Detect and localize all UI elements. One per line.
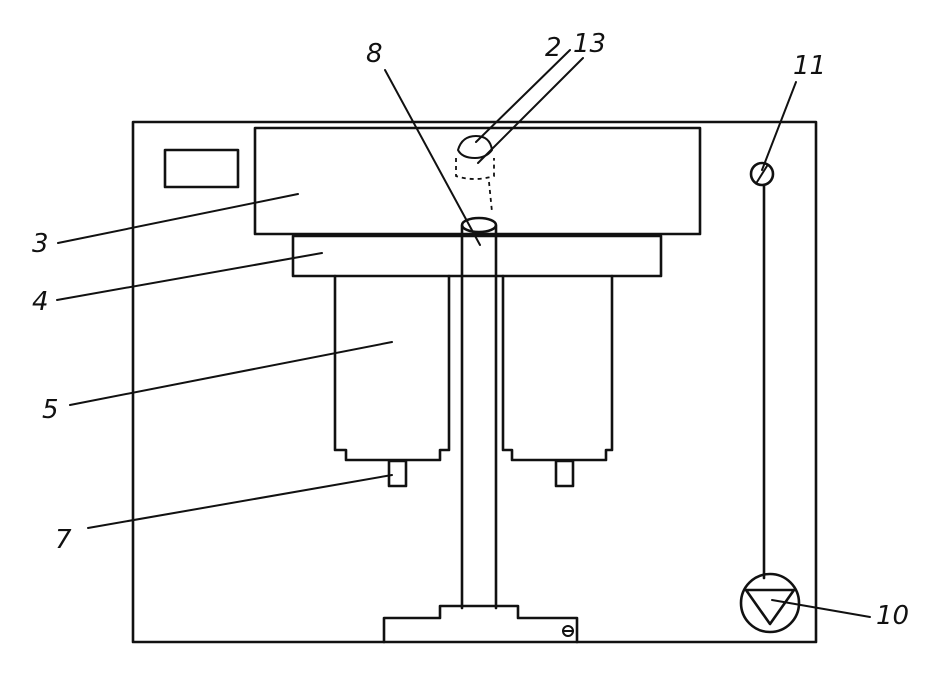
label-5: 5: [42, 395, 59, 425]
outer-housing: [131, 120, 818, 644]
cylinder-right: [501, 274, 614, 462]
leader-11: [761, 81, 797, 171]
pump-triangle: [744, 588, 796, 626]
gauge-11: [749, 161, 775, 187]
leader-3: [57, 193, 299, 244]
label-8: 8: [366, 39, 383, 69]
nozzle-right: [554, 459, 575, 488]
label-10: 10: [876, 601, 909, 631]
base-block: [382, 604, 579, 644]
leader-4: [56, 252, 323, 301]
leader-5: [69, 341, 393, 406]
plate-4: [291, 234, 663, 278]
label-4: 4: [32, 287, 49, 317]
leader-7: [87, 474, 393, 529]
column-top-cap: [460, 216, 498, 234]
nozzle-7-left: [387, 459, 408, 488]
leader-13: [477, 57, 584, 164]
label-3: 3: [32, 229, 49, 259]
label-11: 11: [793, 51, 826, 81]
cylinder-5-left: [333, 274, 451, 462]
label-7: 7: [55, 525, 72, 555]
display-window: [163, 148, 240, 189]
gauge-needle: [756, 165, 768, 183]
column-8: [460, 224, 498, 610]
leader-2: [475, 49, 571, 143]
dashed-drop: [488, 181, 493, 213]
top-block-3: [253, 126, 702, 236]
leader-8: [384, 69, 481, 246]
pump-10: [739, 572, 801, 634]
label-13: 13: [573, 29, 606, 59]
dashed-part-13: [455, 158, 495, 180]
label-2: 2: [545, 33, 562, 63]
leader-10: [771, 599, 871, 618]
